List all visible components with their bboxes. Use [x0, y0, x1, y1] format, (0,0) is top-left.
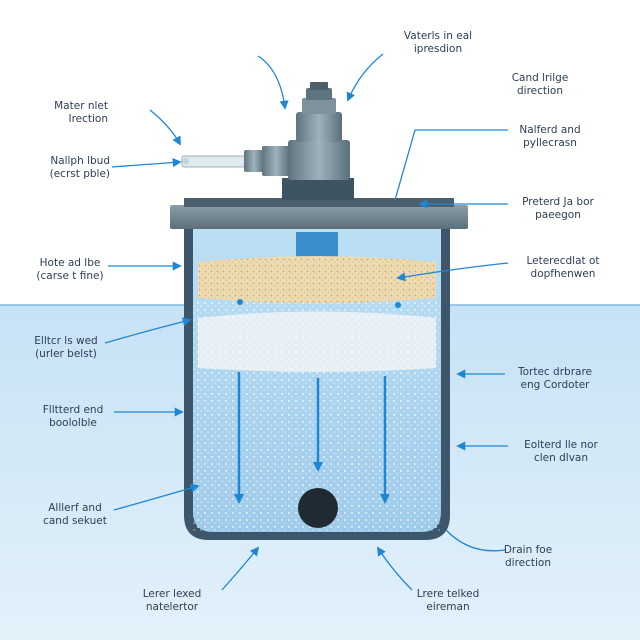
label-backwash-flow-out: Eolterd lle nor clen dlvan — [524, 439, 598, 464]
center-pipe — [296, 232, 338, 258]
label-pretreated-top-section: Preterd Ja bor paeegon — [522, 196, 594, 221]
inlet-pipe — [181, 155, 249, 168]
label-manifold-and-pipework: Nalferd and pyllecrasn — [519, 124, 581, 149]
label-underdrain-outlet: Lrere telked eireman — [416, 588, 480, 613]
label-water-inlet: Mater nlet Irection — [54, 100, 108, 125]
label-water-and-fine: Hote ad lbe (carse t fine) — [36, 257, 104, 282]
label-water-inlet-direction: Vaterls in eal ipresdion — [403, 30, 473, 55]
drain-outlet — [298, 488, 338, 528]
label-filtered-water-collector: Tortec drbrare eng Cordoter — [517, 366, 592, 391]
leader-lines — [104, 53, 509, 591]
label-gravel-and-sand-support: Alllerf and cand sekuet — [43, 502, 107, 527]
label-filter-sand: Elltcr ls wed (urler belst) — [34, 335, 98, 360]
label-filtered-and-backwash: Flltterd end boololble — [42, 404, 104, 429]
label-lateral-outlet: Lerer lexed natelertor — [142, 588, 202, 613]
label-sand-inlet-direction: Cand lrilge direction — [511, 72, 569, 97]
valve-body — [288, 140, 350, 180]
label-laterals-distributor: Leterecdlat ot dopfhenwen — [526, 255, 600, 280]
label-multiport-valve: Nallph lbud (ecrst pble) — [49, 155, 110, 180]
tank-lid — [170, 205, 468, 229]
valve-base — [282, 178, 354, 200]
label-drain-flow-direction: Drain foe direction — [503, 544, 553, 569]
